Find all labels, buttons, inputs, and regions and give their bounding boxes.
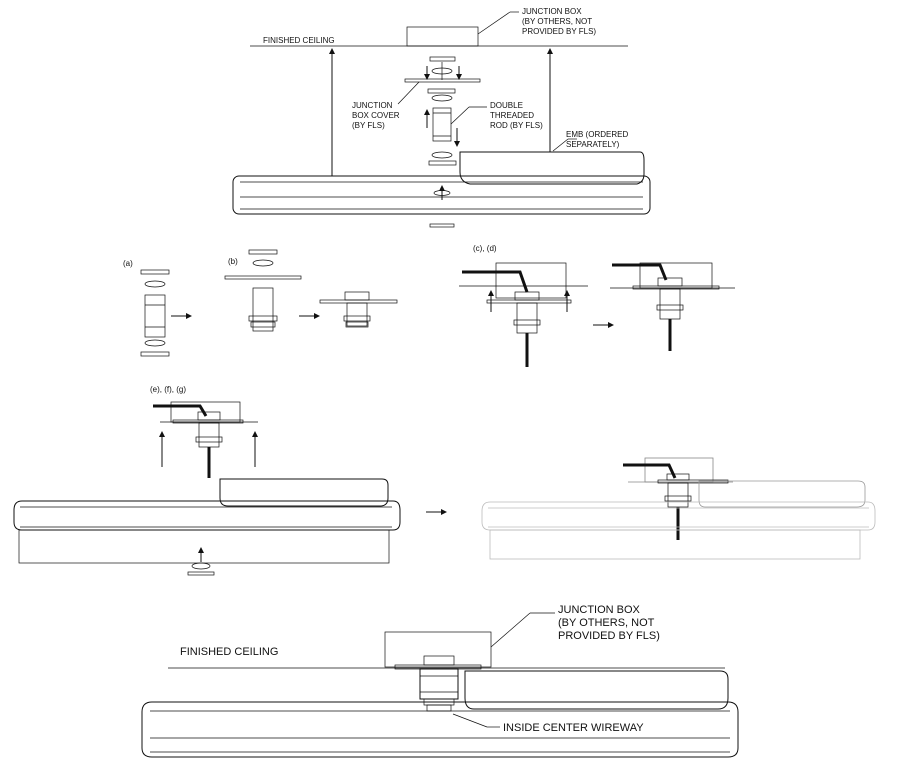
top-exploded-view: FINISHED CEILING JUNCTION BOX (BY OTHERS… [232,7,651,228]
junction-box-cover [657,479,729,484]
nut [252,259,274,267]
nut [191,562,211,570]
washer [428,160,457,166]
double-threaded-rod [144,294,166,338]
fixture-body [489,529,861,560]
step-efg-label: (e), (f), (g) [150,385,186,394]
double-threaded-rod [346,302,368,327]
wire [153,404,208,417]
washer [140,351,170,357]
step-b-label: (b) [228,257,238,266]
step-b: (b) [224,249,398,332]
washer [140,269,170,275]
junction-box [639,262,713,289]
double-threaded-rod-label: DOUBLE THREADED ROD (BY FLS) [490,101,543,130]
nut [144,339,166,347]
inside-center-wireway-label: INSIDE CENTER WIREWAY [503,722,644,734]
junction-box-leader [477,11,511,35]
double-threaded-rod [659,288,681,320]
nut [431,94,453,102]
emb [459,151,645,185]
emb [698,480,866,508]
nut [431,151,453,159]
double-threaded-rod [432,107,452,142]
nut [433,190,451,196]
double-threaded-rod [667,482,689,508]
junction-box-cover [632,285,720,290]
washer [187,571,215,576]
emb [464,670,729,710]
junction-box-cover [486,299,572,304]
double-threaded-rod [419,668,459,700]
fixture-housing [232,175,651,215]
double-threaded-rod [516,302,538,334]
step-efg: (e), (f), (g) [13,385,447,576]
fixture-housing [481,501,876,531]
washer [248,249,278,255]
bottom-assembled-view: FINISHED CEILING JUNCTION BOX (BY OTHERS… [141,604,739,758]
junction-box-cover [404,78,481,83]
step-a-label: (a) [123,259,133,268]
nut [144,280,166,288]
junction-box-cover [319,299,398,304]
emb [219,478,389,507]
result-view [481,457,876,560]
wire [612,263,668,281]
double-threaded-rod [252,287,274,332]
junction-box-cover [224,275,302,280]
finished-ceiling-label: FINISHED CEILING [263,36,335,45]
fixture-body [18,529,390,564]
junction-box [384,631,492,668]
emb-label: EMB (ORDERED SEPARATELY) [566,130,630,149]
washer [427,88,456,94]
fixture-housing [13,500,401,531]
step-cd-label: (c), (d) [473,244,497,253]
double-threaded-rod [198,422,220,448]
junction-box-label: JUNCTION BOX (BY OTHERS, NOT PROVIDED BY… [558,604,660,642]
step-a: (a) [123,259,192,357]
junction-box [644,457,714,483]
junction-box [406,26,479,47]
washer [429,223,455,228]
step-cd: (c), (d) [459,244,735,367]
junction-box-label: JUNCTION BOX (BY OTHERS, NOT PROVIDED BY… [522,7,596,36]
junction-box-cover-label: JUNCTION BOX COVER (BY FLS) [352,101,402,130]
fixture-housing [141,701,739,758]
wire [462,270,529,293]
finished-ceiling-label: FINISHED CEILING [180,646,278,658]
junction-box-cover [172,419,244,424]
junction-box [495,262,567,299]
washer [429,56,456,62]
